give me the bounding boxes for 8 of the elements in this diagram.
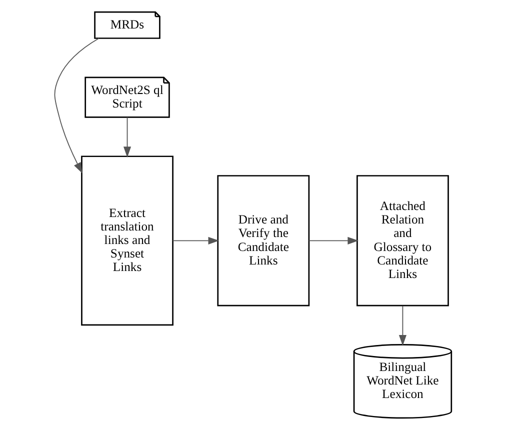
node-box: Attached Relation and Glossary to Candidate Links [356, 175, 448, 306]
node-box: Drive and Verify the Candidate Links [216, 175, 310, 306]
node-box: Extract translation links and Synset Links [80, 156, 173, 326]
arrow [172, 236, 219, 244]
arrow [54, 38, 99, 174]
arrow [122, 116, 131, 158]
arrow [398, 306, 406, 346]
arrow [308, 236, 358, 244]
